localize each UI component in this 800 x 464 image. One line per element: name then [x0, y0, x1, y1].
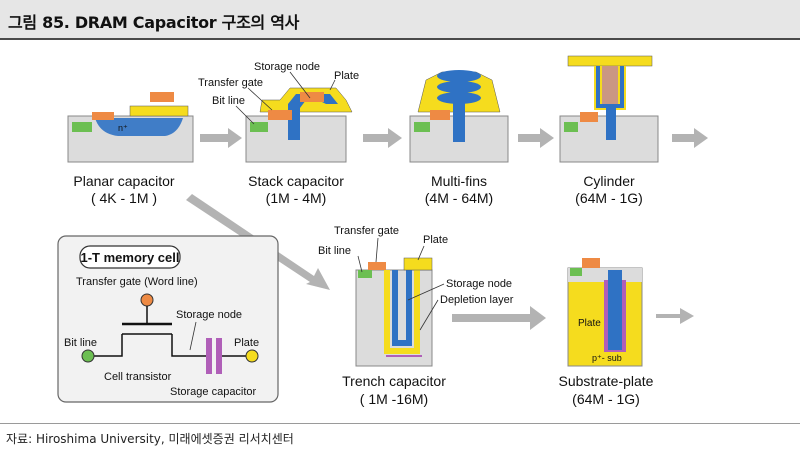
multi-fins-figure [409, 70, 509, 163]
arrow-trench-to-substrate [452, 306, 546, 330]
arrow-fins-to-cylinder [518, 128, 554, 148]
cell-plate-label: Plate [234, 337, 259, 349]
cell-title: 1-T memory cell [81, 250, 180, 265]
storage-node-label: Storage node [254, 61, 320, 73]
trench-plate-label: Plate [423, 234, 448, 246]
transfer-gate-label: Transfer gate [198, 77, 263, 89]
header-bar: 그림 85. DRAM Capacitor 구조의 역사 [0, 0, 800, 40]
p-plus-sub-label: p⁺- sub [592, 353, 622, 363]
stage-stack-range: (1M - 4M) [266, 190, 327, 206]
stage-cylinder-name: Cylinder [583, 173, 635, 189]
stage-substrate-range: (64M - 1G) [572, 391, 640, 407]
stage-substrate-name: Substrate-plate [559, 373, 654, 389]
trench-transfer-gate-label: Transfer gate [334, 225, 399, 237]
trench-capacitor-figure: Transfer gate Bit line Plate Storage nod… [318, 225, 514, 367]
stage-planar-range: ( 4K - 1M ) [91, 190, 157, 206]
stage-planar-name: Planar capacitor [73, 173, 175, 189]
trench-bit-line-label: Bit line [318, 245, 351, 257]
stage-trench-name: Trench capacitor [342, 373, 446, 389]
stage-fins-range: (4M - 64M) [425, 190, 493, 206]
bit-line-label: Bit line [212, 95, 245, 107]
cell-transistor-label: Cell transistor [104, 371, 172, 383]
arrow-cylinder-next [672, 128, 708, 148]
cell-storage-node-label: Storage node [176, 309, 242, 321]
stage-cylinder-range: (64M - 1G) [575, 190, 643, 206]
plate-label: Plate [334, 70, 359, 82]
memory-cell-panel: 1-T memory cell Transfer gate (Word line… [57, 235, 279, 403]
figure-title: 그림 85. DRAM Capacitor 구조의 역사 [8, 13, 300, 32]
cell-storage-capacitor-label: Storage capacitor [170, 386, 257, 398]
cylinder-figure [559, 55, 659, 163]
arrow-planar-to-stack [200, 128, 242, 148]
depletion-layer-label: Depletion layer [440, 294, 514, 306]
planar-capacitor-figure: n⁺ [67, 92, 194, 163]
substrate-plate-figure: Plate p⁺- sub [567, 258, 643, 367]
stage-fins-name: Multi-fins [431, 173, 487, 189]
source-note: 자료: Hiroshima University, 미래에셋증권 리서치센터 [6, 432, 294, 446]
cell-transfer-gate-label: Transfer gate (Word line) [76, 276, 198, 288]
arrow-stack-to-fins [363, 128, 402, 148]
trench-storage-node-label: Storage node [446, 278, 512, 290]
n-plus-label: n⁺ [118, 123, 128, 133]
dram-capacitor-history-diagram: n⁺ Storage node Plate Transfer gate Bit … [57, 55, 708, 407]
substrate-plate-label: Plate [578, 318, 601, 329]
stack-capacitor-figure: Storage node Plate Transfer gate Bit lin… [198, 61, 359, 163]
stage-trench-range: ( 1M -16M) [360, 391, 428, 407]
stage-stack-name: Stack capacitor [248, 173, 344, 189]
arrow-substrate-next [656, 308, 694, 324]
footer-divider [0, 423, 800, 424]
cell-bit-line-label: Bit line [64, 337, 97, 349]
